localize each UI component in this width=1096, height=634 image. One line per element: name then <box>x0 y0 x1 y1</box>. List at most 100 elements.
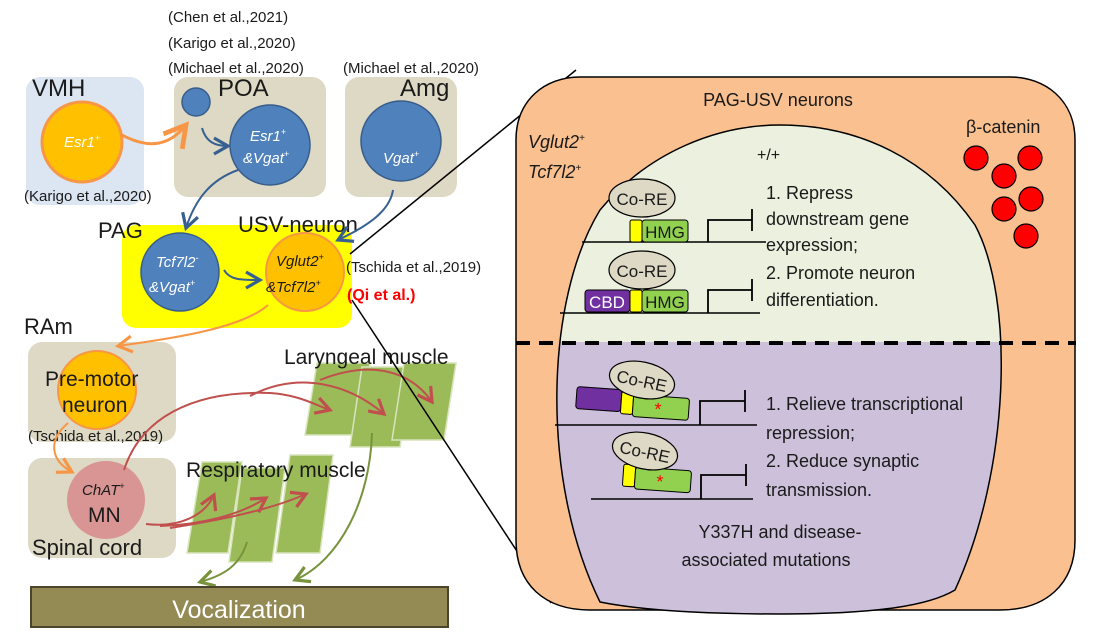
region-label-poa: POA <box>218 75 269 102</box>
vocalization-box <box>30 586 449 628</box>
repression-symbol <box>699 390 746 425</box>
vmh-esr1-neuron <box>40 100 124 184</box>
wt-construct-2: Co-RE CBD HMG <box>560 250 760 314</box>
co-re-label: Co-RE <box>616 190 667 209</box>
cbd-domain-mutant <box>575 386 623 412</box>
region-label-pag: PAG <box>98 218 143 243</box>
pag-tcf7l2-label: Tcf7l2- <box>156 253 198 271</box>
citation-karigo-2020-vmh: (Karigo et al.,2020) <box>24 188 152 205</box>
mutant-effect-line: transmission. <box>766 480 872 500</box>
usv-tcf7l2-label: &Tcf7l2+ <box>266 278 321 296</box>
arrow-poa-small-to-esr1 <box>201 127 232 156</box>
hmg-domain <box>641 289 689 313</box>
amg-vgat-neuron <box>360 100 442 182</box>
citation-qi-et-al: (Qi et al.) <box>347 287 415 304</box>
repression-symbol <box>707 209 753 242</box>
region-label-ram: RAm <box>24 314 73 339</box>
arrow-mn-to-laryngeal-3 <box>319 368 434 405</box>
poa-vgat-label: &Vgat+ <box>243 149 289 167</box>
laryngeal-muscle <box>304 362 457 448</box>
panel-marker-tcf7l2: Tcf7l2+ <box>528 162 581 182</box>
linker-domain <box>629 219 643 243</box>
panel-marker-vglut2: Vglut2+ <box>528 132 585 152</box>
arrow-laryngeal-to-vocalization <box>292 432 373 584</box>
arrow-vmh-to-poa <box>121 121 190 150</box>
citation-chen-2021: (Chen et al.,2021) <box>168 9 288 26</box>
arrow-respiratory-to-vocalization <box>196 541 248 588</box>
beta-catenin-label: β-catenin <box>966 117 1040 137</box>
mutation-star: * <box>654 399 662 419</box>
citation-michael-2020-amg: (Michael et al.,2020) <box>343 60 479 77</box>
hmg-label: HMG <box>645 223 685 242</box>
mn-label: MN <box>88 504 121 527</box>
linker-domain <box>622 463 637 488</box>
mutant-effect-line: repression; <box>766 423 855 443</box>
mutation-label-line1: Y337H and disease- <box>698 522 861 542</box>
wt-effect-line: 1. Repress <box>766 183 853 203</box>
hmg-label: HMG <box>645 293 685 312</box>
arrow-usv-to-premotor <box>114 304 269 354</box>
co-re-ellipse <box>608 178 676 218</box>
mutant-effect-line: 1. Relieve transcriptional <box>766 394 963 414</box>
co-re-ellipse <box>608 360 676 400</box>
pag-tcf7l2-vgat-neuron <box>140 232 220 312</box>
wt-effect-line: differentiation. <box>766 290 879 310</box>
mutant-construct-1: * Co-RE <box>555 360 757 426</box>
mn-chat-neuron <box>67 461 145 539</box>
arrow-mn-to-respiratory-1 <box>145 492 218 526</box>
mn-chat-label: ChAT+ <box>82 481 125 499</box>
respiratory-muscle-label: Respiratory muscle <box>186 459 366 482</box>
repression-symbol <box>700 464 747 499</box>
premotor-label-line2: neuron <box>62 394 127 417</box>
poa-small-neuron <box>181 87 211 117</box>
wt-effect-line: downstream gene <box>766 209 909 229</box>
co-re-ellipse <box>611 431 679 471</box>
region-label-amg: Amg <box>400 75 449 102</box>
co-re-label: Co-RE <box>616 262 667 281</box>
beta-catenin-dot <box>963 145 989 171</box>
amg-vgat-label: Vgat+ <box>383 149 419 167</box>
nucleus-outline <box>556 124 1002 615</box>
poa-esr1-vgat-neuron <box>229 104 311 186</box>
premotor-neuron <box>57 350 137 430</box>
mutant-effect-line: 2. Reduce synaptic <box>766 451 919 471</box>
beta-catenin-dot <box>1018 186 1044 212</box>
wt-effect-line: 2. Promote neuron <box>766 263 915 283</box>
poa-esr1-label: Esr1+ <box>250 127 286 145</box>
genotype-label: +/+ <box>757 147 780 164</box>
beta-catenin-dot <box>1017 145 1043 171</box>
arrow-mn-to-respiratory-3 <box>169 490 309 529</box>
cbd-label: CBD <box>589 293 625 312</box>
region-label-vmh: VMH <box>32 75 85 102</box>
panel-title: PAG-USV neurons <box>703 90 853 110</box>
wt-effects-text: 1. Repress downstream gene expression; 2… <box>766 183 915 310</box>
vocalization-label: Vocalization <box>172 596 305 624</box>
citation-tschida-2019-ram: (Tschida et al.,2019) <box>28 428 163 445</box>
vmh-esr1-label: Esr1+ <box>64 133 100 151</box>
premotor-label-line1: Pre-motor <box>45 368 138 391</box>
usv-vglut2-tcf7l2-neuron <box>265 232 345 312</box>
beta-catenin-dot <box>991 163 1017 189</box>
co-re-ellipse <box>608 250 676 290</box>
beta-catenin-dots <box>963 145 1044 249</box>
citation-karigo-2020-poa: (Karigo et al.,2020) <box>168 35 296 52</box>
usv-vglut2-label: Vglut2+ <box>276 252 324 270</box>
wt-effect-line: expression; <box>766 235 858 255</box>
mutation-star: * <box>656 471 664 491</box>
beta-catenin-dot <box>991 196 1017 222</box>
respiratory-strip-2 <box>228 467 286 563</box>
mutant-effects-text: 1. Relieve transcriptional repression; 2… <box>766 394 963 500</box>
beta-catenin-dot <box>1013 223 1039 249</box>
wt-construct-1: Co-RE HMG <box>582 178 766 243</box>
citation-michael-2020-poa: (Michael et al.,2020) <box>168 60 304 77</box>
arrow-mn-to-laryngeal-2 <box>249 381 387 417</box>
arrow-poa-to-pag <box>181 169 239 232</box>
arrow-mn-to-respiratory-2 <box>159 496 269 527</box>
mutation-label-line2: associated mutations <box>681 550 850 570</box>
region-label-spinal-cord: Spinal cord <box>32 535 142 560</box>
repression-symbol <box>707 279 753 313</box>
arrow-amg-to-usv <box>335 189 394 243</box>
arrow-premotor-to-mn <box>53 422 75 474</box>
linker-domain <box>629 289 643 313</box>
